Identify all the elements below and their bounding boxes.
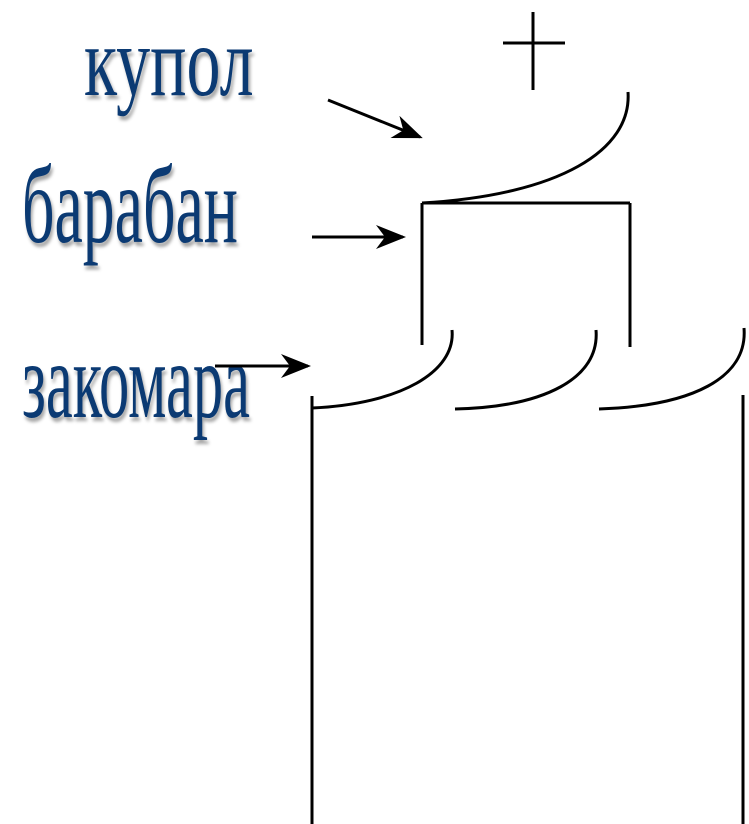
zakomara-arc-1 [311, 329, 454, 410]
label-zakomara: закомара [22, 322, 250, 441]
label-kupol: купол [84, 6, 254, 117]
zakomara-arc-3 [598, 327, 746, 411]
zakomara-arc-2 [454, 329, 598, 411]
dome-curve [421, 91, 630, 205]
arrow-to-dome [327, 98, 423, 139]
label-baraban: барабан [22, 144, 238, 266]
